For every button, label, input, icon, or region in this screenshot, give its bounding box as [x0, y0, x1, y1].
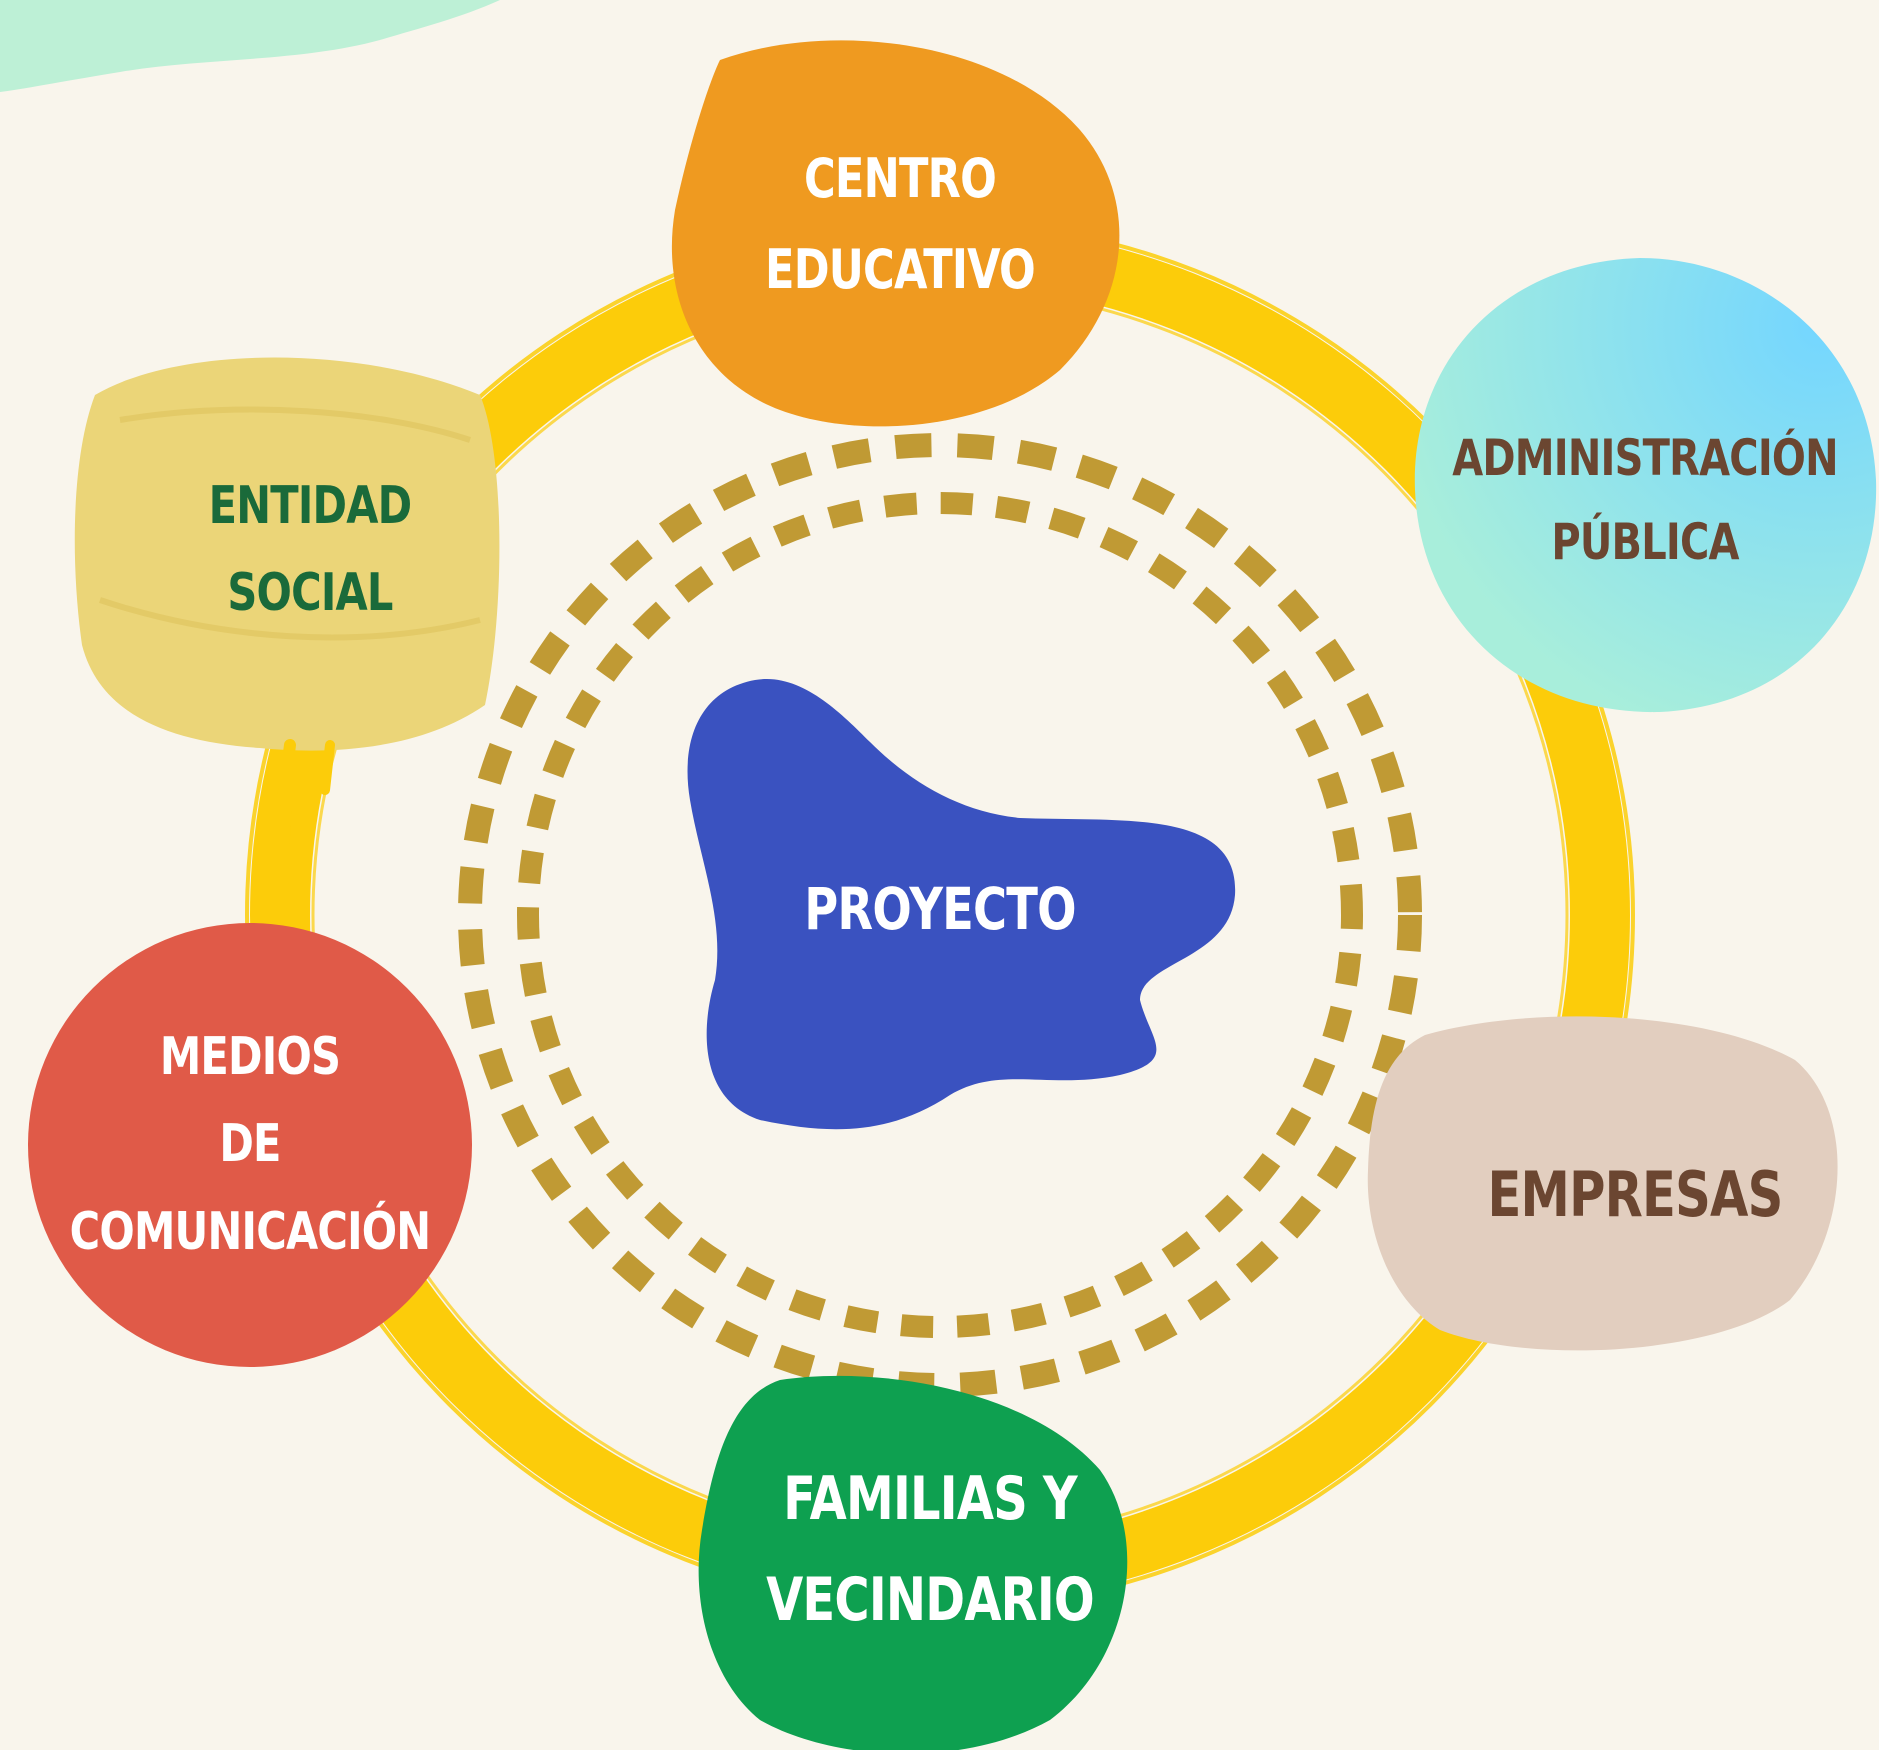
center-label-proyecto: PROYECTO: [700, 770, 1180, 1050]
node-medios-comunicacion: [28, 923, 472, 1367]
label-line: EMPRESAS: [1487, 1157, 1783, 1231]
label-line: PÚBLICA: [1551, 513, 1739, 571]
label-medios-comunicacion: MEDIOS DE COMUNICACIÓN: [50, 1000, 450, 1290]
label-familias-vecindario: FAMILIAS Y VECINDARIO: [698, 1435, 1162, 1665]
label-centro-educativo: CENTRO EDUCATIVO: [676, 120, 1124, 330]
node-administracion-publica: [1414, 258, 1877, 713]
node-centro-educativo: [671, 40, 1120, 427]
label-line: SOCIAL: [227, 563, 393, 623]
node-familias-vecindario: [698, 1375, 1128, 1750]
label-empresas: EMPRESAS: [1435, 1120, 1835, 1270]
label-line: COMUNICACIÓN: [69, 1201, 431, 1262]
corner-brush-accent: [0, 0, 500, 92]
label-line: ENTIDAD: [208, 475, 413, 536]
label-line: ADMINISTRACIÓN: [1452, 429, 1838, 487]
node-proyecto-blob: [687, 678, 1236, 1130]
label-line: CENTRO: [803, 147, 997, 211]
node-empresas: [1367, 1016, 1838, 1351]
label-line: FAMILIAS Y: [783, 1464, 1077, 1535]
label-entidad-social: ENTIDAD SOCIAL: [142, 450, 478, 650]
center-label-line: PROYECTO: [804, 875, 1076, 944]
label-line: DE: [219, 1114, 281, 1175]
label-line: MEDIOS: [159, 1026, 341, 1087]
label-administracion-publica: ADMINISTRACIÓN PÚBLICA: [1437, 400, 1853, 600]
dashed-inner-rings: [458, 433, 1422, 1397]
node-entidad-social: [74, 357, 500, 806]
label-line: EDUCATIVO: [765, 238, 1036, 301]
label-line: VECINDARIO: [766, 1565, 1095, 1635]
